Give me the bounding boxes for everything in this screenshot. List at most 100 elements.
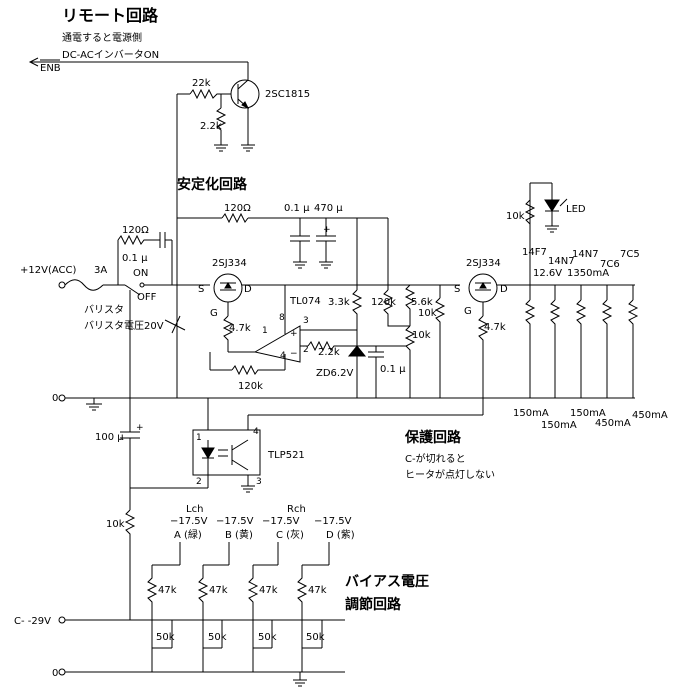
r-10k-pot <box>404 325 416 398</box>
h14f7-label: 14F7 <box>522 247 547 258</box>
v12-6-label: 12.6V <box>533 268 562 279</box>
gnd0a-label: 0 <box>52 393 58 404</box>
c-01c-label: 0.1 μ <box>380 364 406 375</box>
zener-diode <box>347 345 367 357</box>
gnd-symbol <box>214 144 228 152</box>
chb-label: B (黄) <box>225 528 253 541</box>
led-ray <box>559 198 568 207</box>
tlp-tr-c <box>231 439 249 451</box>
r-10k-a-label: 10k <box>412 330 431 341</box>
heater-r1 <box>524 299 536 398</box>
c-01b-label: 0.1 μ <box>284 203 310 214</box>
stab-title: 安定化回路 <box>177 176 248 193</box>
tlp521-box <box>192 429 261 476</box>
r-120k-b-label: 120k <box>238 381 263 392</box>
q1-collector <box>237 79 249 90</box>
r-10k-d <box>124 509 136 620</box>
p-50k-2-label: 50k <box>208 632 227 643</box>
r-120-ohm-b-label: 120Ω <box>224 203 251 214</box>
q2-g: G <box>210 308 218 319</box>
tp2-label: 2 <box>196 477 202 487</box>
in12-label: +12V(ACC) <box>20 265 76 276</box>
protection-circuit: 保護回路 C-が切れると ヒータが点灯しない + 100 μ TLP521 1 … <box>95 398 495 620</box>
led-label: LED <box>566 204 586 215</box>
input-terminal <box>58 281 66 289</box>
bias-title2: 調節回路 <box>345 596 402 613</box>
varistor-body <box>171 315 181 334</box>
heater-section: 10k LED 14F7 14N7 14N7 7C5 7C6 12.6V 135… <box>506 182 668 431</box>
led-diode <box>544 199 560 212</box>
h7c5-label: 7C5 <box>620 249 640 260</box>
r-10k-c-label: 10k <box>506 211 525 222</box>
ma450b-label: 450mA <box>632 410 668 421</box>
bias-channel-c: 47k 50k <box>247 542 279 672</box>
tlp-led <box>201 447 215 459</box>
gnd-symbol <box>545 225 559 233</box>
gnd0b-label: 0 <box>52 668 58 679</box>
r-3-3k-label: 3.3k <box>328 297 350 308</box>
r-120k-label: 120k <box>371 297 396 308</box>
tp1-label: 1 <box>196 433 202 443</box>
bias-channel-a: 47k 50k <box>146 542 181 672</box>
ma150c-label: 150mA <box>570 408 606 419</box>
q1-emitter-arrow <box>241 101 250 110</box>
op-pin3: 3 <box>303 316 309 326</box>
r-2-2k <box>215 107 227 145</box>
q2-label: 2SJ334 <box>212 258 247 269</box>
r-4-7k-a <box>222 315 234 352</box>
enb-label: ENB <box>40 63 61 74</box>
h14n7-label: 14N7 <box>548 256 575 267</box>
rch-label: Rch <box>287 504 306 515</box>
fuse-label: 3A <box>94 265 107 276</box>
cha-label: A (緑) <box>174 528 202 541</box>
r-10k-c <box>524 199 536 225</box>
vd-label: −17.5V <box>314 516 352 527</box>
r-2-2k-b <box>307 340 400 352</box>
r-120k-b <box>231 364 285 376</box>
r-47k-1-label: 47k <box>158 585 177 596</box>
tp3-label: 3 <box>256 477 262 487</box>
heater-r5 <box>627 299 639 398</box>
remote-circuit: リモート回路 通電すると電源側 DC-ACインバータON ENB 2SC1815… <box>28 6 310 152</box>
tl074-label: TL074 <box>289 296 321 307</box>
chd-label: D (紫) <box>326 529 355 541</box>
r-10k-b-label: 10k <box>418 308 437 319</box>
off-label: OFF <box>137 292 157 303</box>
gnd-symbol <box>241 485 255 493</box>
r-3-3k <box>351 289 363 398</box>
r-120-ohm <box>117 234 160 246</box>
gnd-symbol <box>86 403 102 411</box>
gnd-symbol <box>293 261 307 269</box>
stabilizer-circuit: 安定化回路 120Ω 0.1 μ 470 μ + <box>176 94 635 398</box>
c100-plus: + <box>136 423 144 433</box>
tlp-label: TLP521 <box>267 450 305 461</box>
r-47k-3-label: 47k <box>259 585 278 596</box>
c-470-label: 470 μ <box>314 203 343 214</box>
p-50k-1-label: 50k <box>156 632 175 643</box>
fuse <box>64 279 104 291</box>
tlp-tr-e <box>231 459 249 471</box>
r-10k-d-label: 10k <box>106 519 125 530</box>
q3-label: 2SJ334 <box>466 258 501 269</box>
remote-note: 通電すると電源側 <box>62 31 142 44</box>
remote-title: リモート回路 <box>62 6 159 25</box>
gnd-symbol <box>241 144 255 152</box>
varistor-body2 <box>164 319 186 331</box>
heater-r3 <box>575 299 587 398</box>
r-4-7k-b-label: 4.7k <box>484 322 506 333</box>
r-5-6k-label: 5.6k <box>411 297 433 308</box>
vb-label: −17.5V <box>216 516 254 527</box>
q2-arrow <box>224 282 232 289</box>
q3-arrow <box>479 282 487 289</box>
bias-channel-d: 47k 50k <box>296 542 330 672</box>
gnd-terminal-b <box>58 668 66 676</box>
r-10k-b <box>434 297 446 398</box>
bias-title1: バイアス電圧 <box>345 573 429 590</box>
r-22k-label: 22k <box>192 78 211 89</box>
r-22k <box>189 88 231 100</box>
q2-s: S <box>198 284 204 295</box>
r-5-6k <box>404 284 416 326</box>
cminus-label: C- -29V <box>14 616 51 627</box>
r-47k-4-label: 47k <box>308 585 327 596</box>
tp4-label: 4 <box>253 427 259 437</box>
